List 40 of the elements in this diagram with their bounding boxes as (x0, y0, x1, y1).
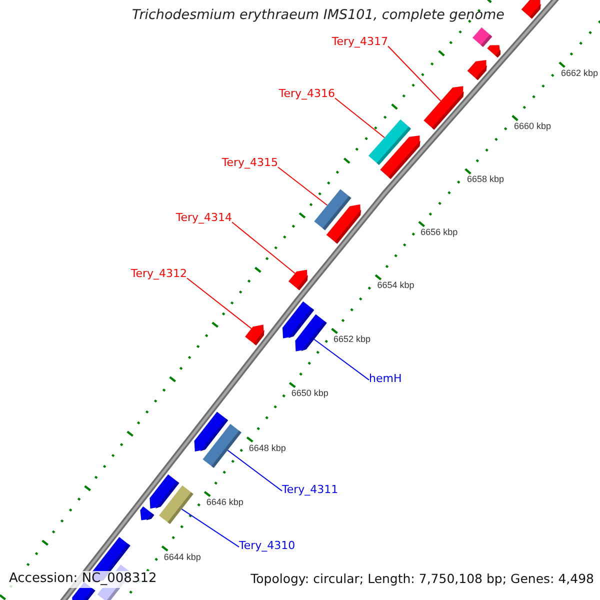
leader-line (278, 166, 328, 206)
gene-feature (424, 86, 464, 130)
gene-label: Tery_4314 (176, 212, 232, 225)
gene-feature (140, 506, 154, 520)
tick-label: 6652 kbp (334, 334, 371, 344)
tick-label: 6646 kbp (206, 497, 244, 508)
gene-label: Tery_4310 (239, 540, 296, 553)
leader-line (186, 278, 252, 330)
gene-feature (295, 314, 327, 352)
gene-label: hemH (369, 373, 402, 386)
gene-label: Tery_4316 (278, 88, 335, 101)
gene-feature (158, 485, 194, 524)
tick-label: 6658 kbp (467, 174, 504, 185)
leader-line (388, 46, 442, 102)
gene-label: Tery_4311 (282, 484, 338, 497)
gene-label: Tery_4315 (222, 157, 278, 170)
leader-line (314, 338, 370, 380)
tick-label: 6662 kbp (561, 68, 598, 78)
tick-label: 6648 kbp (248, 442, 286, 453)
tick-label: 6644 kbp (164, 552, 201, 562)
tick-label: 6660 kbp (514, 121, 552, 132)
genome-info-text: Topology: circular; Length: 7,750,108 bp; Genes: 4,498 (250, 572, 594, 586)
gene-feature (288, 270, 308, 290)
leader-line (232, 222, 296, 274)
gene-feature (202, 424, 242, 468)
gene-feature (326, 204, 362, 244)
gene-label: Tery_4312 (130, 268, 187, 281)
gene-feature (487, 45, 501, 58)
tick-label: 6654 kbp (377, 280, 414, 291)
leader-line (334, 98, 385, 138)
leader-line (181, 508, 240, 548)
gene-feature (521, 0, 542, 19)
tick-label: 6650 kbp (291, 388, 328, 398)
gene-label: Tery_4317 (332, 36, 388, 49)
title: Trichodesmium erythraeum IMS101, complete genome (132, 8, 504, 24)
tick-label: 6656 kbp (420, 227, 458, 238)
gene-feature (245, 324, 264, 346)
gene-feature (472, 27, 492, 47)
gene-feature (467, 60, 487, 80)
gene-feature (380, 135, 420, 180)
